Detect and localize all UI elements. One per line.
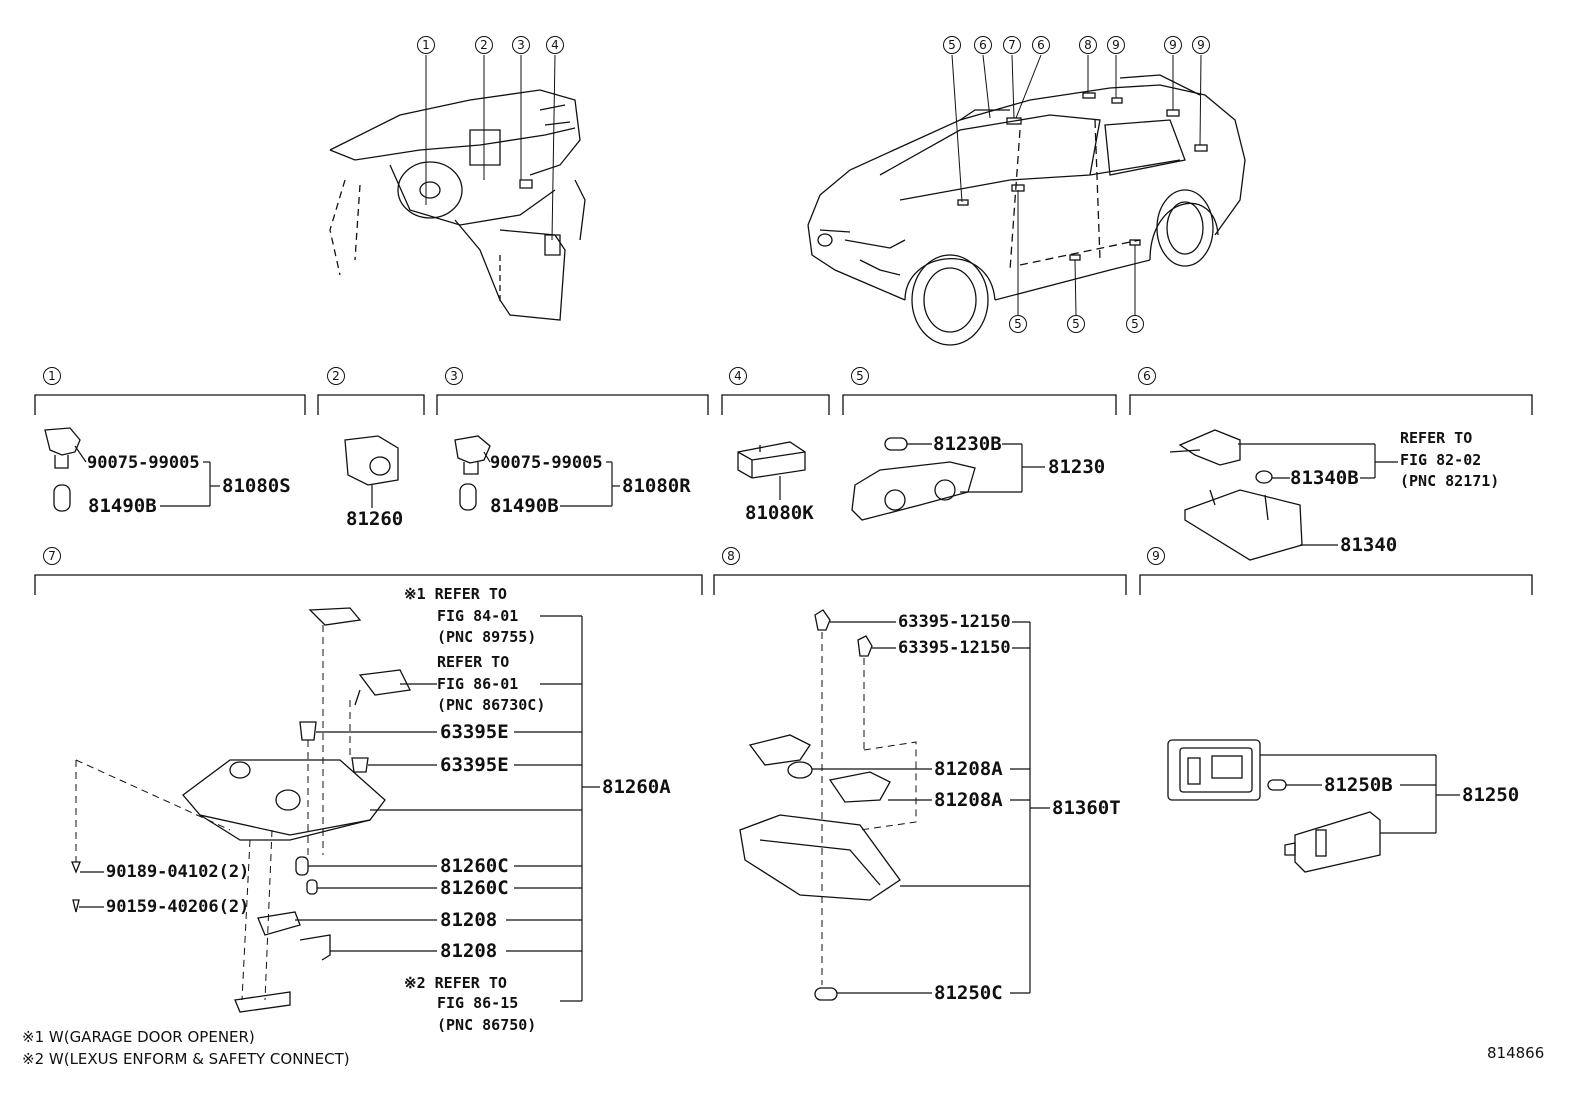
part-81360t[interactable]: 81360T xyxy=(1052,797,1121,819)
callout-9-car: 9 xyxy=(1107,36,1125,54)
ref-fig-82-02-pnc: (PNC 82171) xyxy=(1400,472,1500,490)
part-63395-12150-a[interactable]: 63395-12150 xyxy=(898,612,1011,632)
part-81260c-a[interactable]: 81260C xyxy=(440,855,509,877)
part-81250b[interactable]: 81250B xyxy=(1324,774,1393,796)
part-63395-12150-b[interactable]: 63395-12150 xyxy=(898,638,1011,658)
overview-leader-lines xyxy=(425,54,1202,316)
callout-5d-car: 5 xyxy=(1126,315,1144,333)
part-81208-a[interactable]: 81208 xyxy=(440,909,498,931)
section8-dashed-guides xyxy=(821,632,917,985)
footnote-1: ※1 W(GARAGE DOOR OPENER) xyxy=(22,1028,255,1046)
ref-fig-86-15-link[interactable]: FIG 86-15 xyxy=(437,994,519,1012)
part-81340b[interactable]: 81340B xyxy=(1290,467,1359,489)
callout-8-car: 8 xyxy=(1079,36,1097,54)
ref-fig-86-15-line1: ※2 REFER TO xyxy=(404,974,507,992)
part-81260[interactable]: 81260 xyxy=(346,508,404,530)
callout-3-dash: 3 xyxy=(512,36,530,54)
part-81080s[interactable]: 81080S xyxy=(222,475,291,497)
section-label-1: 1 xyxy=(43,367,61,385)
part-81208-b[interactable]: 81208 xyxy=(440,940,498,962)
section-label-3: 3 xyxy=(445,367,463,385)
part-81260a[interactable]: 81260A xyxy=(602,776,671,798)
callout-6-car: 6 xyxy=(974,36,992,54)
section-label-6: 6 xyxy=(1138,367,1156,385)
top-row-leader-lines xyxy=(74,443,1398,546)
part-63395e-a[interactable]: 63395E xyxy=(440,721,509,743)
callout-9c-car: 9 xyxy=(1192,36,1210,54)
callout-5b-car: 5 xyxy=(1009,315,1027,333)
ref-fig-86-01-link[interactable]: FIG 86-01 xyxy=(437,675,519,693)
part-81230[interactable]: 81230 xyxy=(1048,456,1106,478)
ref-fig-82-02-line1: REFER TO xyxy=(1400,429,1473,447)
section-brackets xyxy=(34,394,1533,595)
callout-1-dash: 1 xyxy=(417,36,435,54)
callout-4-dash: 4 xyxy=(546,36,564,54)
ref-fig-86-15-pnc: (PNC 86750) xyxy=(437,1016,537,1034)
figure-id: 814866 xyxy=(1487,1044,1545,1062)
ref-fig-86-01-line1: REFER TO xyxy=(437,653,510,671)
part-90075-99005-a[interactable]: 90075-99005 xyxy=(87,453,200,473)
section-label-8: 8 xyxy=(722,547,740,565)
part-81230b[interactable]: 81230B xyxy=(933,433,1002,455)
part-81250[interactable]: 81250 xyxy=(1462,784,1520,806)
section7-console-shapes xyxy=(71,607,411,1013)
section7-dashed-guides xyxy=(75,625,351,1001)
section9-leader-lines xyxy=(1260,754,1460,834)
part-81490b-b[interactable]: 81490B xyxy=(490,495,559,517)
callout-6b-car: 6 xyxy=(1032,36,1050,54)
callout-9b-car: 9 xyxy=(1164,36,1182,54)
section-label-7: 7 xyxy=(43,547,61,565)
section-label-4: 4 xyxy=(729,367,747,385)
vehicle-illustration xyxy=(807,74,1246,346)
part-63395e-b[interactable]: 63395E xyxy=(440,754,509,776)
callout-7-car: 7 xyxy=(1003,36,1021,54)
section-label-2: 2 xyxy=(327,367,345,385)
part-81080r[interactable]: 81080R xyxy=(622,475,691,497)
section-label-5: 5 xyxy=(851,367,869,385)
callout-2-dash: 2 xyxy=(475,36,493,54)
part-81490b-a[interactable]: 81490B xyxy=(88,495,157,517)
part-90189-04102[interactable]: 90189-04102(2) xyxy=(106,862,250,882)
callout-5c-car: 5 xyxy=(1067,315,1085,333)
section-label-9: 9 xyxy=(1147,547,1165,565)
section8-shapes xyxy=(739,609,901,1001)
ref-fig-84-01-link[interactable]: FIG 84-01 xyxy=(437,607,519,625)
callout-5-car: 5 xyxy=(943,36,961,54)
ref-fig-84-01-line1: ※1 REFER TO xyxy=(404,585,507,603)
part-81208a-b[interactable]: 81208A xyxy=(934,789,1003,811)
part-81080k[interactable]: 81080K xyxy=(745,502,814,524)
part-81260c-b[interactable]: 81260C xyxy=(440,877,509,899)
part-81208a-a[interactable]: 81208A xyxy=(934,758,1003,780)
dashboard-illustration xyxy=(329,89,586,321)
ref-fig-84-01-pnc: (PNC 89755) xyxy=(437,628,537,646)
ref-fig-86-01-pnc: (PNC 86730C) xyxy=(437,696,546,714)
section9-shapes xyxy=(1167,739,1381,873)
footnote-2: ※2 W(LEXUS ENFORM & SAFETY CONNECT) xyxy=(22,1050,350,1068)
part-90159-40206[interactable]: 90159-40206(2) xyxy=(106,897,250,917)
section8-leader-lines xyxy=(812,621,1050,994)
section7-leader-lines xyxy=(79,615,600,1002)
part-81340[interactable]: 81340 xyxy=(1340,534,1398,556)
part-90075-99005-b[interactable]: 90075-99005 xyxy=(490,453,603,473)
part-81250c[interactable]: 81250C xyxy=(934,982,1003,1004)
ref-fig-82-02-link[interactable]: FIG 82-02 xyxy=(1400,451,1482,469)
